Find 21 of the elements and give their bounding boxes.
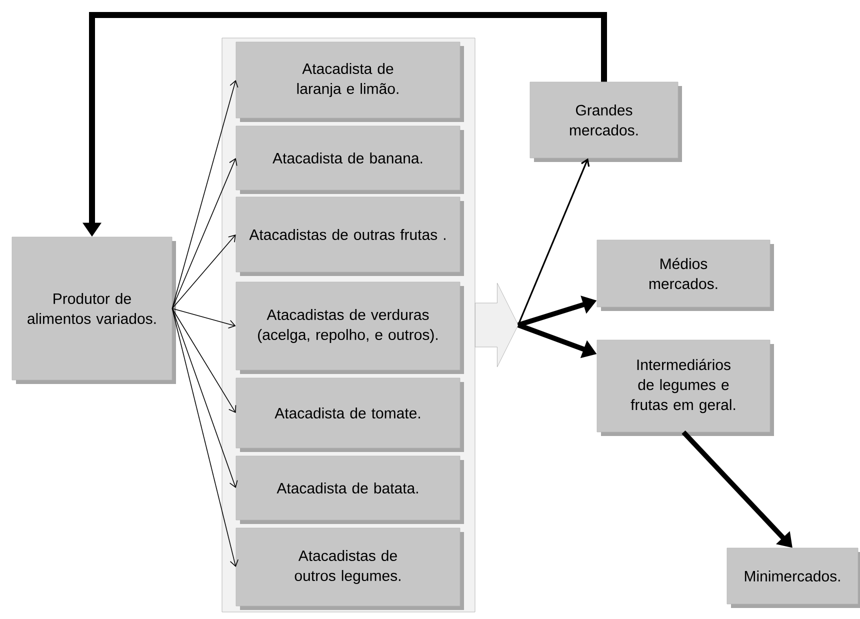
process-box: Intermediários de legumes e frutas em geral. <box>596 340 774 436</box>
process-box: Produtor de alimentos variados. <box>12 236 176 384</box>
arrow <box>172 308 238 568</box>
arrow <box>172 308 236 328</box>
arrow <box>517 158 590 326</box>
wholesaler-box: Atacadista de batata. <box>236 456 464 524</box>
process-box: Minimercados. <box>726 548 860 608</box>
wholesaler-box: Atacadista de tomate. <box>236 378 464 452</box>
arrow <box>172 234 236 309</box>
process-box: Grandes mercados. <box>530 82 682 162</box>
wholesaler-box: Atacadista de banana. <box>236 126 464 194</box>
arrow <box>172 80 238 309</box>
wholesaler-box: Atacadistas de verduras (acelga, repolho, e outros). <box>236 282 464 374</box>
block-arrow <box>475 282 518 368</box>
arrow <box>172 308 238 488</box>
process-box: Médios mercados. <box>596 240 774 311</box>
wholesaler-box: Atacadistas de outras frutas . <box>236 196 464 276</box>
arrow <box>172 308 236 413</box>
wholesaler-box: Atacadistas de outros legumes. <box>236 528 464 610</box>
arrow <box>172 158 238 309</box>
wholesaler-box: Atacadista de laranja e limão. <box>236 42 464 122</box>
